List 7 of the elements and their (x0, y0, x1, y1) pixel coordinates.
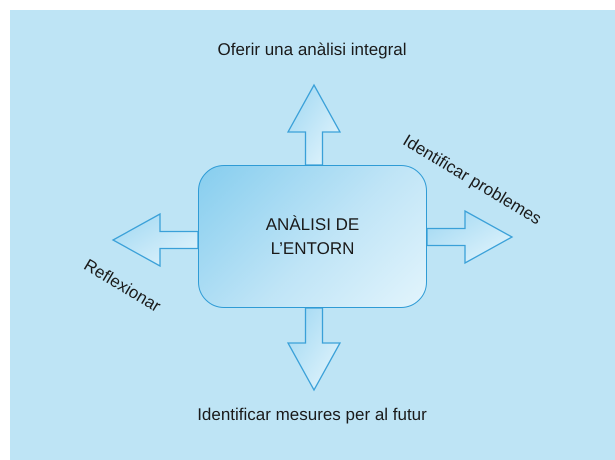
box-title: ANÀLISI DE L’ENTORN (264, 214, 360, 260)
block-arrow (286, 307, 342, 392)
outcome-label: Identificar mesures per al futur (197, 405, 427, 425)
outcome-label: Oferir una anàlisi integral (218, 40, 406, 60)
block-arrow (426, 210, 514, 264)
block-arrow (286, 84, 342, 166)
block-arrow (112, 212, 199, 268)
